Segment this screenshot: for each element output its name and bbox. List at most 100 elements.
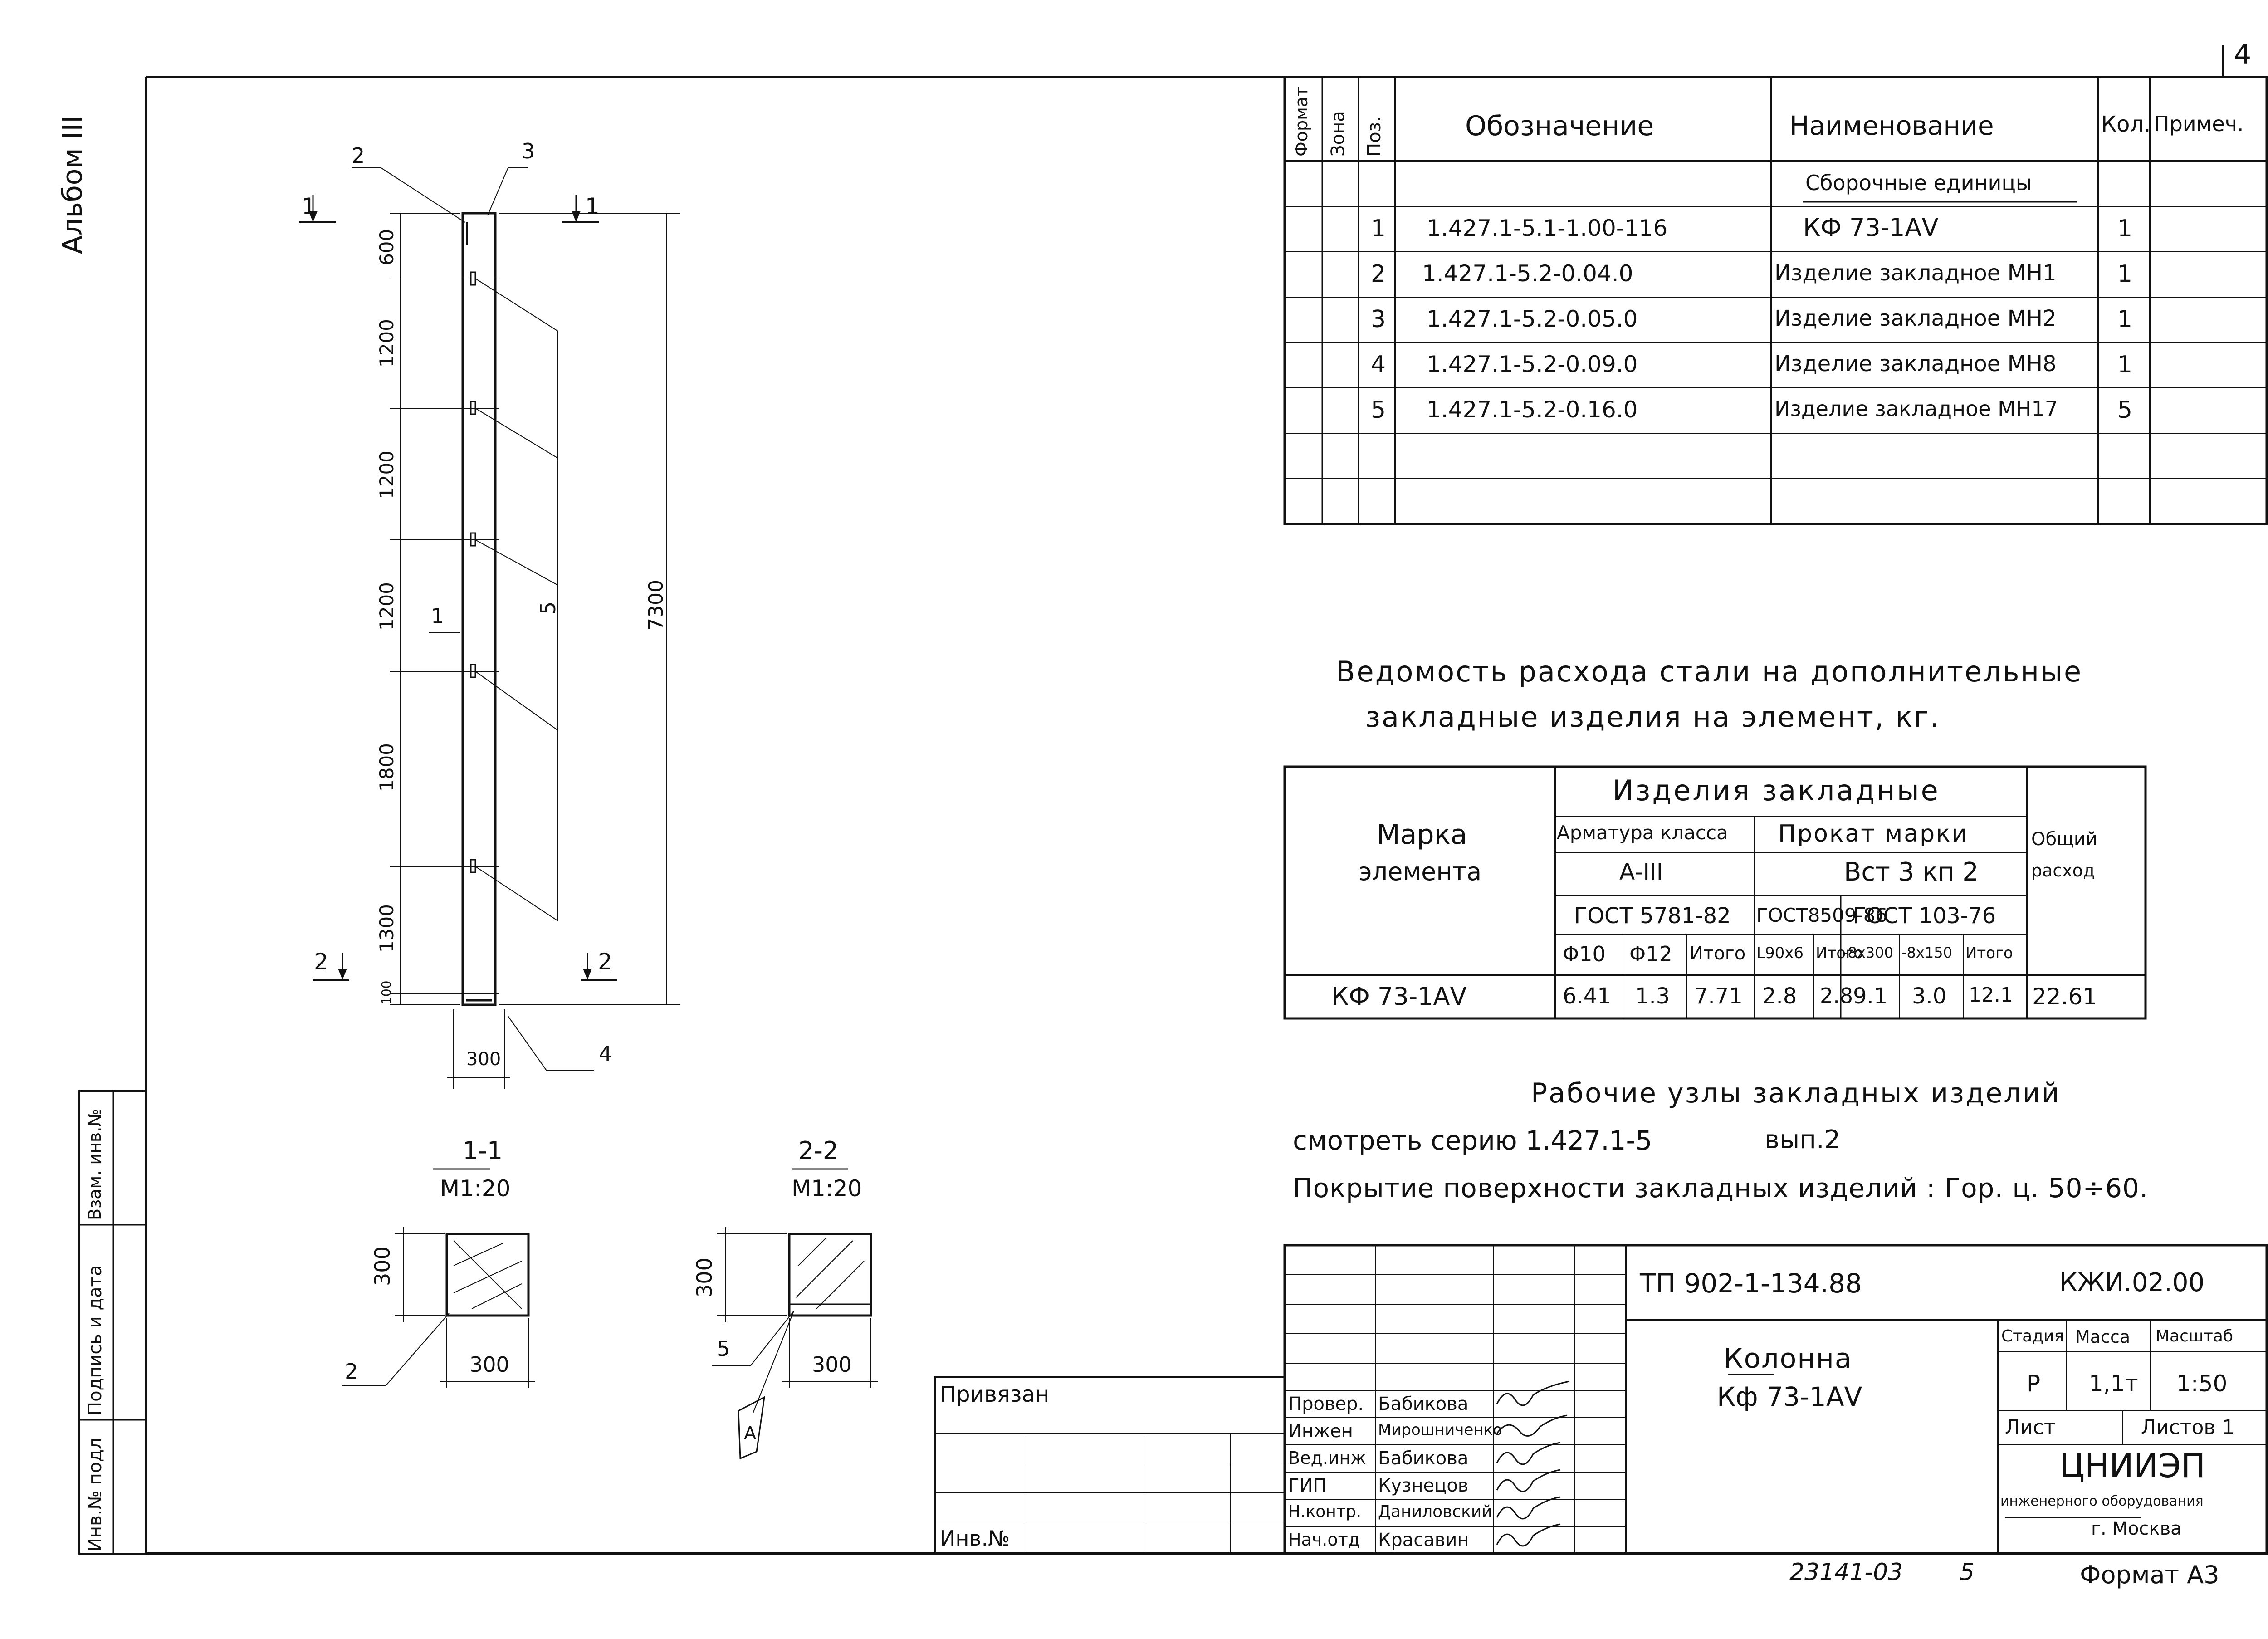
mass-header: Масса: [2075, 1327, 2131, 1347]
steel-col-header: Итого: [1965, 944, 2013, 962]
spec-row-pos: 4: [1371, 351, 1386, 378]
steel-col-header: L90x6: [1756, 944, 1804, 962]
dim-overall: 7300: [645, 580, 668, 631]
stamp-sign-date: Подпись и дата: [85, 1265, 106, 1415]
binding-attached: Привязан: [940, 1382, 1050, 1407]
stage-header: Стадия: [2001, 1327, 2064, 1345]
spec-header-qty: Кол.: [2101, 112, 2151, 137]
dim-100: 100: [379, 980, 394, 1005]
spec-section-title: Сборочные единицы: [1805, 171, 2033, 195]
callout-2: 2: [352, 143, 365, 168]
spec-row-name: КФ 73-1АV: [1803, 213, 1939, 242]
mass-value: 1,1т: [2089, 1370, 2138, 1397]
spec-row-pos: 1: [1371, 215, 1386, 242]
album-label: Альбом III: [57, 115, 88, 254]
steel-row-value: 1.3: [1635, 983, 1670, 1009]
steel-row-value: 9.1: [1853, 983, 1888, 1009]
section-mark-1-left: 1: [302, 193, 316, 220]
scale-value: 1:50: [2176, 1370, 2228, 1397]
org-city: г. Москва: [2091, 1518, 2182, 1539]
role-name: Красавин: [1378, 1530, 1469, 1551]
spec-header-note: Примеч.: [2154, 112, 2244, 136]
project-number: ТП 902-1-134.88: [1640, 1268, 1862, 1299]
stage-value: Р: [2027, 1370, 2041, 1397]
role-name: Мирошниченко: [1378, 1421, 1502, 1439]
dim-600: 600: [376, 229, 398, 265]
steel-total-header-2: расход: [2031, 861, 2095, 881]
steel-row-mark: КФ 73-1АV: [1331, 982, 1467, 1011]
sheet-label: Лист: [2005, 1416, 2056, 1439]
callout-4: 4: [599, 1042, 612, 1066]
spec-row-name: Изделие закладное МН8: [1774, 351, 2057, 377]
spec-row-designation: 1.427.1-5.2-0.04.0: [1422, 260, 1633, 287]
steel-rolled-grade: Вст 3 кп 2: [1844, 857, 1979, 887]
section-2-callout: 5: [717, 1336, 730, 1361]
steel-title-line1: Ведомость расхода стали на дополнительны…: [1336, 655, 2083, 688]
spec-row-qty: 1: [2117, 215, 2133, 242]
spec-row-name: Изделие закладное МН1: [1774, 260, 2057, 286]
spec-header-name: Наименование: [1789, 110, 1994, 141]
spec-row-designation: 1.427.1-5.2-0.05.0: [1427, 306, 1638, 332]
role-name: Бабикова: [1378, 1394, 1469, 1414]
dim-width: 300: [466, 1049, 501, 1070]
steel-rebar-class: Арматура класса: [1557, 822, 1728, 844]
steel-total-header-1: Общий: [2031, 829, 2097, 850]
spec-row-pos: 2: [1371, 260, 1386, 288]
spec-row-name: Изделие закладное МН17: [1774, 396, 2058, 421]
callout-3: 3: [522, 139, 535, 163]
section-2-title: 2-2: [798, 1136, 839, 1165]
steel-rebar-grade: А-III: [1619, 859, 1663, 885]
spec-row-designation: 1.427.1-5.2-0.09.0: [1427, 351, 1638, 377]
steel-row-value: 7.71: [1694, 983, 1743, 1009]
steel-mark-header-2: элемента: [1359, 857, 1482, 886]
spec-row-name: Изделие закладное МН2: [1774, 306, 2057, 331]
section-mark-1-right: 1: [585, 193, 600, 220]
spec-header-designation: Обозначение: [1465, 110, 1654, 142]
role-name: Бабикова: [1378, 1448, 1469, 1469]
steel-row-total: 22.61: [2032, 983, 2097, 1010]
steel-gost-2: ГОСТ8509-86: [1756, 904, 1888, 926]
steel-mark-header-1: Марка: [1377, 819, 1467, 851]
section-mark-2-right: 2: [598, 949, 612, 975]
see-series: смотреть серию 1.427.1-5: [1293, 1125, 1652, 1156]
dim-1200-a: 1200: [376, 319, 398, 367]
spec-header-zone: Зона: [1328, 111, 1349, 157]
item-mark: Кф 73-1АV: [1717, 1381, 1862, 1412]
dim-1200-b: 1200: [376, 450, 398, 499]
org-name: ЦНИИЭП: [2059, 1447, 2206, 1485]
steel-col-header: Итого: [1816, 944, 1863, 962]
steel-gost-3: ГОСТ 103-76: [1853, 903, 1996, 929]
role-label: Н.контр.: [1288, 1502, 1362, 1521]
section-1-callout: 2: [345, 1359, 358, 1384]
page-number: 4: [2234, 39, 2252, 70]
steel-row-value: 2.8: [1820, 983, 1853, 1008]
stamp-vzam: Взам. инв.№: [85, 1109, 105, 1220]
coating-note: Покрытие поверхности закладных изделий :…: [1293, 1173, 2149, 1204]
spec-row-pos: 5: [1371, 396, 1386, 424]
spec-row-qty: 5: [2117, 396, 2133, 424]
dim-1800: 1800: [376, 743, 398, 792]
spec-row-designation: 1.427.1-5.1-1.00-116: [1427, 215, 1668, 241]
role-label: Нач.отд: [1288, 1530, 1360, 1550]
steel-row-value: 6.41: [1563, 983, 1611, 1009]
section-1-width: 300: [469, 1352, 509, 1377]
role-name: Даниловский: [1378, 1502, 1492, 1521]
steel-col-header: Итого: [1690, 943, 1746, 964]
section-2-scale: М1:20: [792, 1175, 862, 1202]
spec-header-pos: Поз.: [1364, 116, 1385, 157]
dim-1200-c: 1200: [376, 582, 398, 631]
steel-rolled-mark: Прокат марки: [1778, 820, 1969, 847]
section-1-scale: М1:20: [440, 1175, 511, 1202]
callout-1: 1: [431, 604, 445, 628]
spec-row-pos: 3: [1371, 306, 1386, 333]
steel-col-header: -8x150: [1901, 944, 1952, 961]
doc-code: КЖИ.02.00: [2059, 1268, 2205, 1297]
steel-col-header: Φ10: [1563, 942, 1606, 966]
steel-row-value: 12.1: [1969, 983, 2013, 1007]
section-2-flag: А: [744, 1423, 757, 1444]
callout-5: 5: [536, 601, 560, 615]
section-2-width: 300: [812, 1352, 852, 1377]
role-name: Кузнецов: [1378, 1475, 1469, 1496]
steel-row-value: 2.8: [1762, 983, 1797, 1009]
